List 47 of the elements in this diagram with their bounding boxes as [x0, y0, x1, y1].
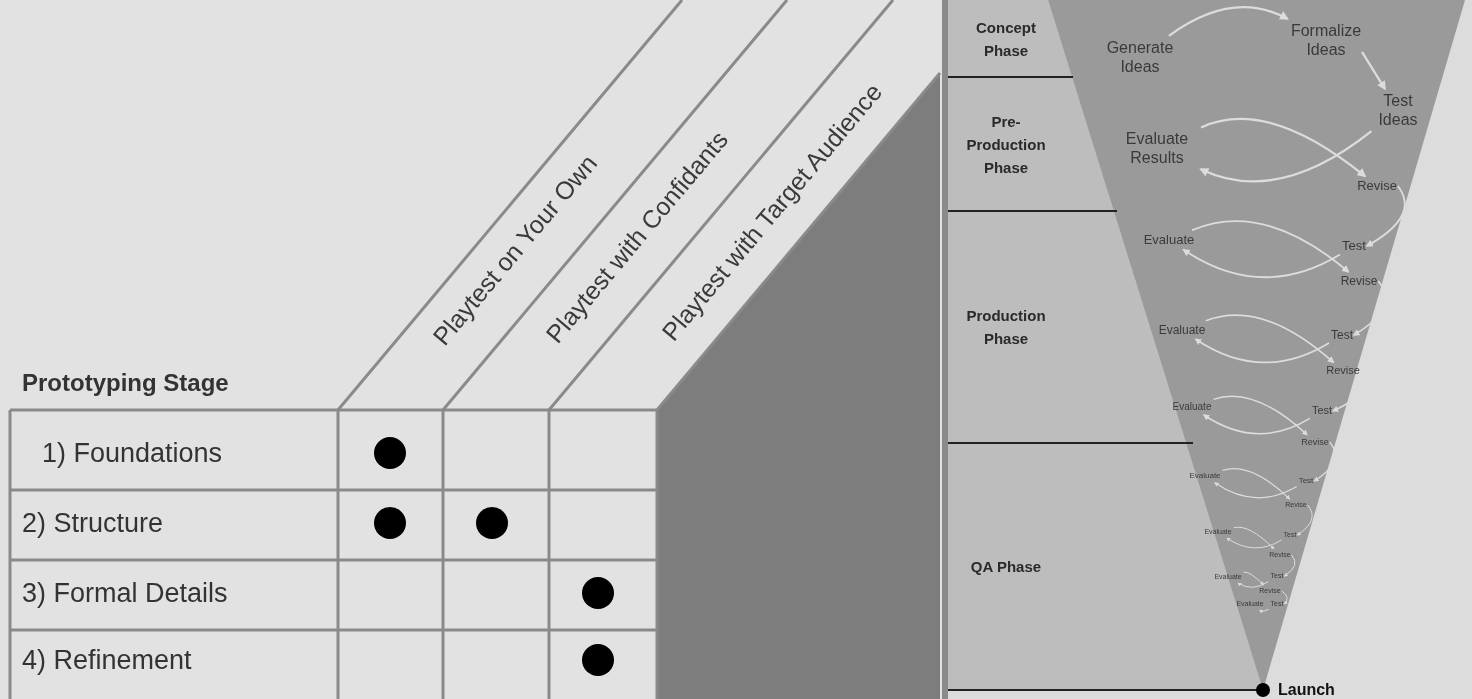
step-label: Evaluate [1158, 322, 1206, 338]
arrow [1281, 590, 1289, 605]
table-heading: Prototyping Stage [22, 371, 229, 395]
arrow [1226, 537, 1283, 549]
arrow [1168, 6, 1289, 37]
arrow [1233, 526, 1275, 550]
row-label: 3) Formal Details [22, 579, 228, 607]
step-label: Generate Ideas [1098, 37, 1182, 77]
step-label: Formalize Ideas [1281, 20, 1371, 60]
arrow [1365, 185, 1406, 247]
arrow [1259, 608, 1270, 614]
step-label: Test [1298, 476, 1314, 486]
step-label: Test Ideas [1372, 90, 1424, 130]
arrow [1243, 571, 1265, 586]
arrow [1283, 554, 1296, 577]
phase-label: Production Phase [965, 306, 1047, 349]
step-label: Test [1311, 404, 1333, 418]
arrow [1200, 117, 1367, 178]
row-label: 4) Refinement [22, 646, 192, 674]
arrow [1202, 414, 1311, 435]
milestone-label: Launch [1278, 682, 1335, 698]
step-label: Evaluate [1143, 232, 1195, 248]
row-label: 2) Structure [22, 509, 164, 537]
arrow [1194, 338, 1330, 364]
arrow [1296, 504, 1313, 536]
arrow [1214, 482, 1298, 499]
arrow [1361, 51, 1386, 91]
phase-label: Pre-Production Phase [965, 111, 1047, 178]
arrow [1212, 395, 1308, 436]
step-label: Revise [1340, 273, 1378, 289]
step-label: Revise [1357, 178, 1397, 194]
row-label: 1) Foundations [42, 439, 223, 467]
step-label: Evaluate [1172, 401, 1212, 413]
arrow [1237, 581, 1270, 588]
step-label: Evaluate [1189, 471, 1221, 481]
arrow [1199, 130, 1373, 183]
step-label: Revise [1301, 436, 1329, 448]
arrow [1191, 220, 1350, 273]
step-label: Test [1342, 238, 1366, 254]
phase-label: Concept Phase [975, 17, 1037, 61]
arrow [1205, 314, 1335, 364]
phase-label: QA Phase [969, 557, 1043, 577]
arrow [1182, 248, 1341, 279]
step-label: Test [1331, 327, 1353, 343]
step-label: Evaluate Results [1115, 128, 1199, 168]
arrow [1222, 468, 1291, 500]
arrow [1313, 441, 1336, 482]
